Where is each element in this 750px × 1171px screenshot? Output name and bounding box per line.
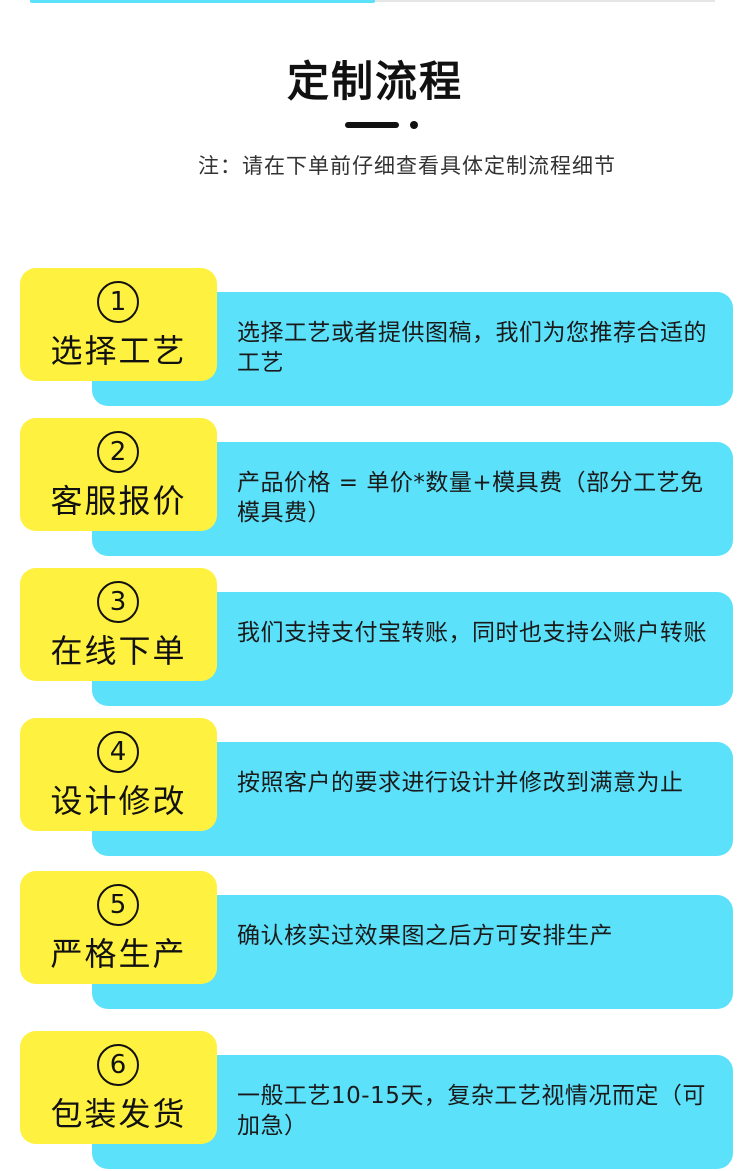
title-underline [345,122,399,128]
top-divider [375,0,715,2]
step-description-panel: 产品价格 = 单价*数量+模具费（部分工艺免模具费） [92,442,733,556]
step-description: 产品价格 = 单价*数量+模具费（部分工艺免模具费） [237,470,704,526]
step-badge: 2 客服报价 [20,418,217,531]
step-badge: 1 选择工艺 [20,268,217,381]
step-badge: 4 设计修改 [20,718,217,831]
step-1: 选择工艺或者提供图稿，我们为您推荐合适的工艺 1 选择工艺 [0,268,750,408]
step-description: 确认核实过效果图之后方可安排生产 [237,923,613,949]
step-2: 产品价格 = 单价*数量+模具费（部分工艺免模具费） 2 客服报价 [0,418,750,558]
step-title: 严格生产 [50,935,187,973]
step-number-circle: 2 [97,431,139,473]
step-number-circle: 5 [97,884,139,926]
step-description: 我们支持支付宝转账，同时也支持公账户转账 [237,620,707,646]
step-description: 一般工艺10-15天，复杂工艺视情况而定（可加急） [237,1083,706,1139]
step-4: 按照客户的要求进行设计并修改到满意为止 4 设计修改 [0,718,750,858]
step-badge: 5 严格生产 [20,871,217,984]
step-6: 一般工艺10-15天，复杂工艺视情况而定（可加急） 6 包装发货 [0,1031,750,1171]
step-number-circle: 6 [97,1044,139,1086]
step-title: 客服报价 [50,482,187,520]
step-title: 在线下单 [50,632,187,670]
step-description: 选择工艺或者提供图稿，我们为您推荐合适的工艺 [237,320,707,376]
page-title: 定制流程 [286,57,463,106]
step-number-circle: 1 [97,281,139,323]
step-title: 设计修改 [50,782,187,820]
title-underline-dot [410,121,418,129]
step-badge: 3 在线下单 [20,568,217,681]
step-title: 包装发货 [50,1095,187,1133]
step-number-circle: 3 [97,581,139,623]
step-title: 选择工艺 [50,332,187,370]
step-number-circle: 4 [97,731,139,773]
step-description: 按照客户的要求进行设计并修改到满意为止 [237,770,684,796]
page-note: 注：请在下单前仔细查看具体定制流程细节 [198,154,616,178]
step-3: 我们支持支付宝转账，同时也支持公账户转账 3 在线下单 [0,568,750,708]
top-accent-bar [30,0,375,3]
step-5: 确认核实过效果图之后方可安排生产 5 严格生产 [0,871,750,1011]
step-badge: 6 包装发货 [20,1031,217,1144]
